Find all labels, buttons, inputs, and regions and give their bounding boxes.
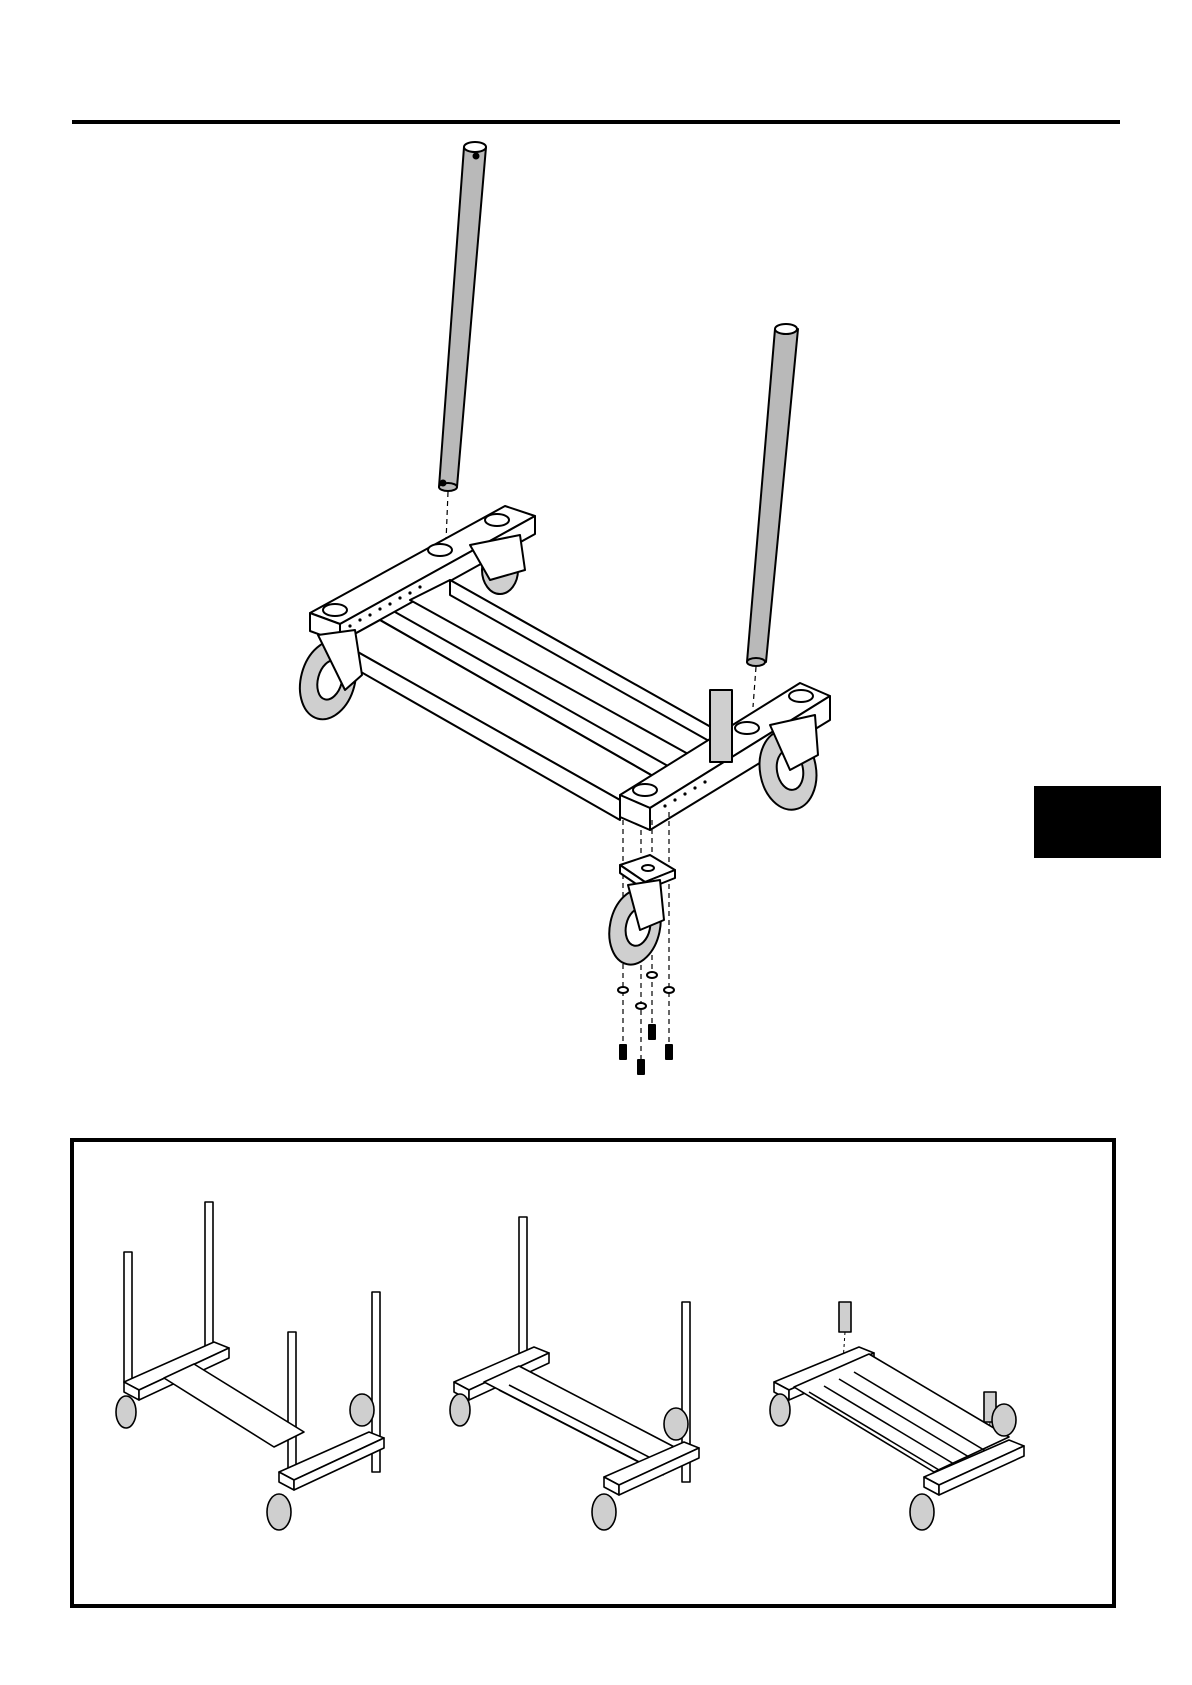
section-tab	[1034, 786, 1161, 858]
header-rule	[72, 120, 1120, 124]
left-pole	[439, 142, 486, 542]
configuration-two-poles	[444, 1142, 744, 1604]
right-pole	[747, 324, 798, 707]
back-left-caster	[292, 630, 365, 726]
bolts	[620, 1025, 672, 1074]
configuration-four-poles	[104, 1142, 434, 1604]
exploded-caster	[603, 855, 675, 969]
assembly-drawing	[0, 130, 1192, 1090]
configuration-short-posts	[764, 1142, 1064, 1604]
configurations-box	[70, 1138, 1116, 1608]
main-assembly-figure	[0, 130, 1192, 1090]
washers	[618, 972, 674, 1009]
